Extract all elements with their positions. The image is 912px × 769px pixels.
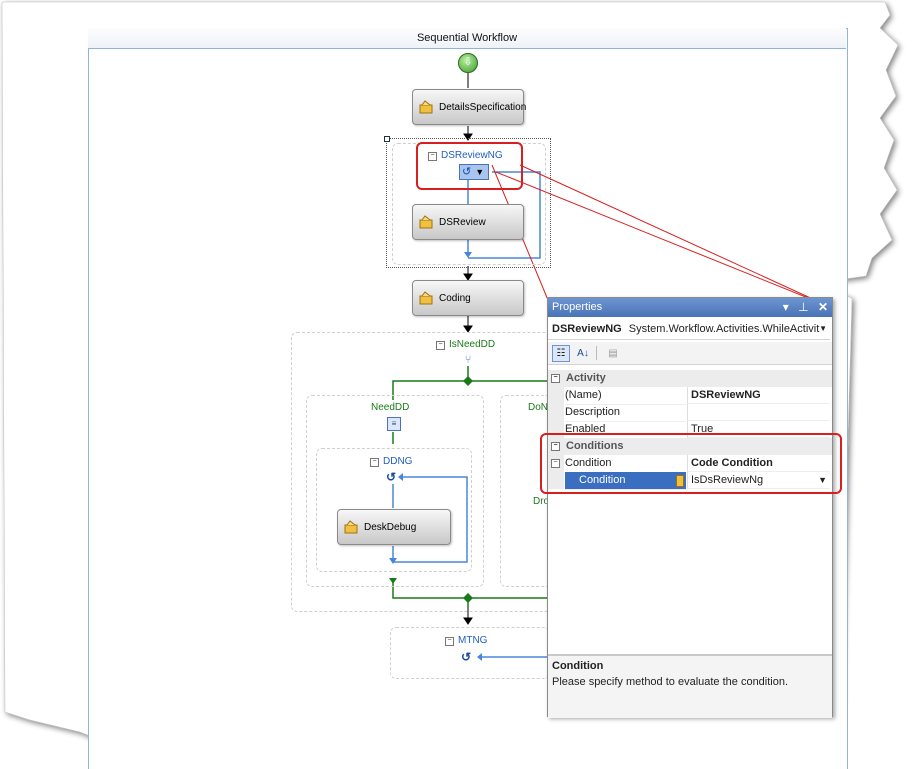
branch-condition-icon: ≡ xyxy=(387,417,401,431)
branch-needdd[interactable] xyxy=(306,395,484,587)
activity-label: DSReview xyxy=(439,216,486,228)
highlight-dsreviewng xyxy=(416,142,523,190)
activity-label: Coding xyxy=(439,292,471,304)
properties-toolbar: ☷ A↓ ▤ xyxy=(548,342,832,365)
row-gutter: − xyxy=(548,455,564,472)
workflow-start-icon[interactable]: ⇩ xyxy=(458,53,478,73)
ifelse-icon: ⑂ xyxy=(464,354,472,366)
property-name-selected: Condition xyxy=(565,472,686,490)
toolbar-divider xyxy=(596,346,597,360)
properties-window[interactable]: Properties ▾ ⊥ ✕ DSReviewNG System.Workf… xyxy=(547,297,833,718)
property-row-description[interactable]: Description xyxy=(548,404,832,422)
activity-deskdebug[interactable]: DeskDebug xyxy=(337,509,451,545)
property-row-condition[interactable]: − Condition Code Condition xyxy=(548,455,832,473)
collapse-icon[interactable]: − xyxy=(370,458,379,467)
collapse-icon[interactable]: − xyxy=(551,459,560,468)
object-name: DSReviewNG xyxy=(552,323,622,335)
activity-dsreview[interactable]: DSReview xyxy=(412,204,524,240)
object-type: System.Workflow.Activities.WhileActivit xyxy=(628,323,820,335)
property-value: IsDsReviewNg xyxy=(691,474,764,486)
while-title-dsreviewng[interactable]: −DSReviewNG xyxy=(428,150,503,161)
while-container-ddng[interactable] xyxy=(316,448,472,572)
property-value[interactable]: Code Condition xyxy=(687,455,830,472)
object-selector[interactable]: DSReviewNG System.Workflow.Activities.Wh… xyxy=(548,319,830,340)
row-gutter xyxy=(548,404,564,421)
window-dropdown-icon[interactable]: ▾ xyxy=(782,300,789,314)
collapse-icon[interactable]: − xyxy=(428,152,437,161)
property-pages-icon[interactable]: ▤ xyxy=(608,348,618,359)
code-activity-icon xyxy=(344,520,358,534)
help-panel: Condition Please specify method to evalu… xyxy=(548,654,832,718)
category-label: Conditions xyxy=(566,440,624,452)
properties-title-bar[interactable]: Properties ▾ ⊥ ✕ xyxy=(548,298,832,317)
chevron-down-icon[interactable]: ▼ xyxy=(475,167,485,177)
code-activity-icon xyxy=(419,215,433,229)
collapse-icon[interactable]: − xyxy=(551,374,560,383)
code-activity-icon xyxy=(419,100,433,114)
ifelse-title-isneeddd[interactable]: −IsNeedDD xyxy=(436,339,495,350)
property-row-name[interactable]: (Name) DSReviewNG xyxy=(548,387,832,405)
workflow-title: Sequential Workflow xyxy=(88,28,846,49)
highlight-conditions xyxy=(540,433,842,494)
collapse-icon[interactable]: − xyxy=(445,637,454,646)
activity-label: DeskDebug xyxy=(364,521,417,533)
code-activity-icon xyxy=(419,291,433,305)
help-text: Please specify method to evaluate the co… xyxy=(552,676,789,688)
chevron-down-icon[interactable]: ▼ xyxy=(818,475,827,485)
while-title-mtng[interactable]: −MTNG xyxy=(445,635,487,646)
row-gutter xyxy=(548,387,564,404)
category-activity[interactable]: − Activity xyxy=(548,370,832,387)
category-label: Activity xyxy=(566,372,606,384)
event-icon xyxy=(676,475,684,487)
collapse-icon[interactable]: − xyxy=(551,442,560,451)
property-name: Description xyxy=(565,404,686,422)
while-loop-icon[interactable]: ↺▼ xyxy=(459,164,489,180)
property-name: (Name) xyxy=(565,387,686,405)
while-loop-icon: ↺ xyxy=(386,470,397,484)
branch-label-needdd: NeedDD xyxy=(371,402,410,413)
row-gutter xyxy=(548,472,564,489)
activity-details-specification[interactable]: DetailsSpecification xyxy=(412,89,527,125)
branch-label-doneed: DoN xyxy=(528,402,549,413)
while-loop-icon: ↺ xyxy=(461,650,472,664)
chevron-down-icon[interactable]: ▼ xyxy=(819,324,827,333)
collapse-icon[interactable]: − xyxy=(436,341,445,350)
alphabetical-icon[interactable]: A↓ xyxy=(577,348,589,359)
property-value[interactable]: DSReviewNG xyxy=(687,387,830,404)
while-container-dsreviewng[interactable] xyxy=(386,138,551,268)
activity-coding[interactable]: Coding xyxy=(412,280,524,316)
activity-label: DetailsSpecification xyxy=(439,101,527,113)
property-row-condition-method[interactable]: Condition IsDsReviewNg ▼ xyxy=(548,472,832,490)
property-value[interactable] xyxy=(687,404,830,421)
help-title: Condition xyxy=(552,660,604,672)
properties-title: Properties xyxy=(552,301,603,313)
condition-method-dropdown[interactable]: IsDsReviewNg ▼ xyxy=(687,472,830,489)
activity-label-partial: Dro xyxy=(533,496,550,507)
pin-icon[interactable]: ⊥ xyxy=(798,300,809,314)
while-title-ddng[interactable]: −DDNG xyxy=(370,456,412,467)
property-value[interactable]: True xyxy=(687,421,830,438)
category-conditions[interactable]: − Conditions xyxy=(548,438,832,455)
close-icon[interactable]: ✕ xyxy=(817,300,828,314)
categorized-icon[interactable]: ☷ xyxy=(552,345,570,362)
selection-handle[interactable] xyxy=(384,136,390,142)
